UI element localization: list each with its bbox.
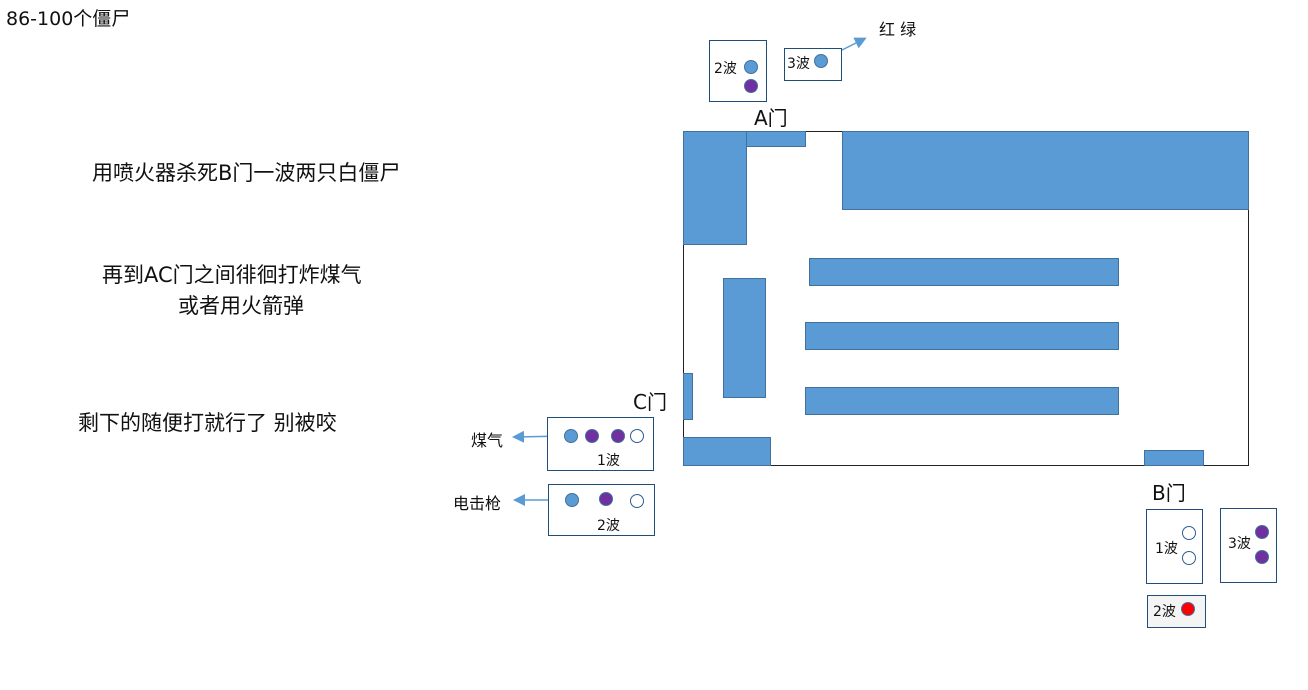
door-a-label: A门 [754,106,788,130]
map-block [805,322,1119,350]
zombie-marker [565,493,579,507]
zombie-marker [564,429,578,443]
zombie-marker [1182,526,1196,540]
note-1: 用喷火器杀死B门一波两只白僵尸 [92,161,401,185]
map-block [746,131,806,147]
wave-label: 2波 [597,518,620,534]
door-c-label: C门 [633,390,667,414]
zombie-marker [585,429,599,443]
wave-box-c1 [547,417,654,471]
wave-box-a2 [709,40,767,102]
zombie-marker [611,429,625,443]
zombie-marker [744,60,758,74]
zombie-marker [1255,550,1269,564]
zombie-marker [744,79,758,93]
zombie-marker [599,492,613,506]
wave-box-b1 [1146,509,1203,584]
wave-label: 1波 [1155,541,1178,557]
note-4: 剩下的随便打就行了 别被咬 [78,411,337,435]
wave-label: 1波 [597,453,620,469]
map-block [1144,450,1204,466]
zombie-marker [630,429,644,443]
wave-label: 3波 [787,56,810,72]
red-green-label: 红 绿 [879,20,917,39]
map-block [723,278,766,398]
map-block [683,437,771,466]
wave-label: 2波 [1153,604,1176,620]
zombie-marker [630,494,644,508]
door-b-label: B门 [1152,481,1186,505]
note-2: 再到AC门之间徘徊打炸煤气 [102,263,362,287]
zombie-marker [1181,602,1195,616]
zombie-marker [1182,551,1196,565]
note-3: 或者用火箭弹 [178,294,304,318]
wave-label: 3波 [1228,536,1251,552]
map-block [805,387,1119,415]
zombie-marker [814,54,828,68]
wave-label: 2波 [714,61,737,77]
map-block [842,131,1249,210]
page-title: 86-100个僵尸 [6,8,131,30]
wave-box-b3 [1220,508,1277,583]
map-block [683,373,693,420]
map-block [809,258,1119,286]
map-block [683,131,747,245]
gas-label: 煤气 [471,431,504,450]
wave-box-b2 [1147,595,1206,628]
wave-box-a3 [784,48,842,81]
zombie-marker [1255,525,1269,539]
taser-label: 电击枪 [453,494,502,513]
